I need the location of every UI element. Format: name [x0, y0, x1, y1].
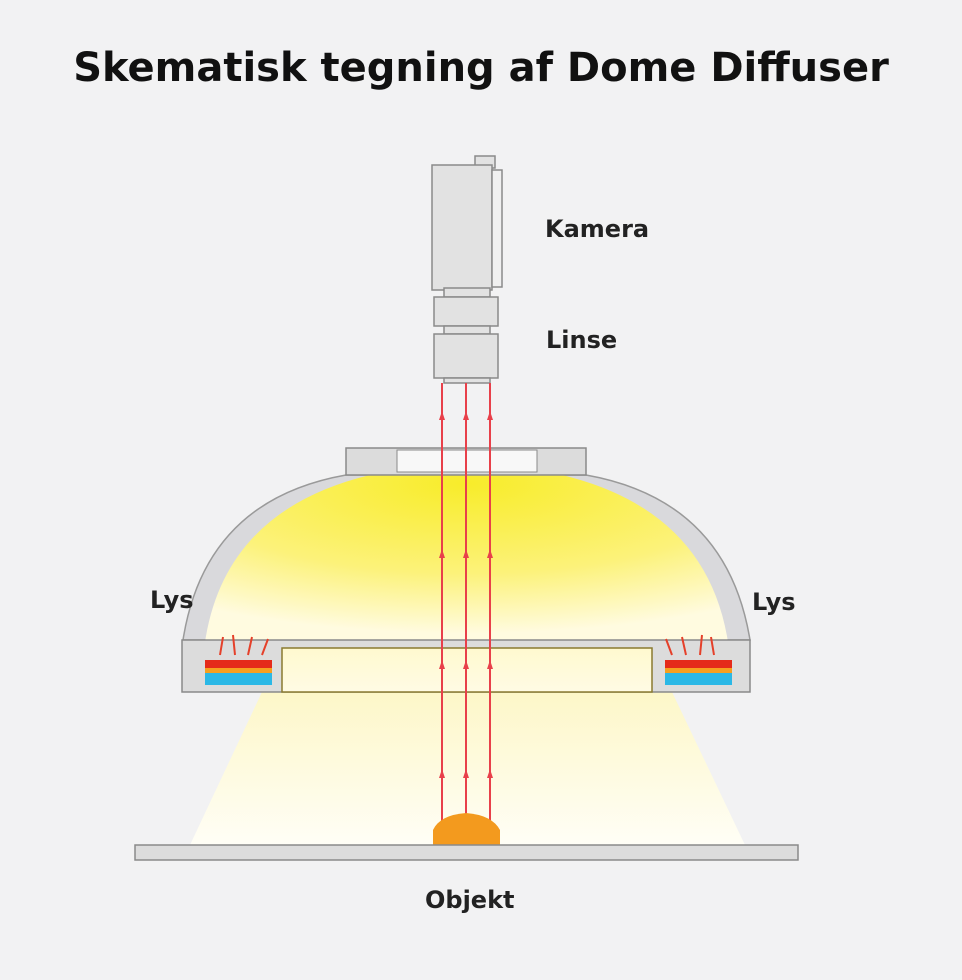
lens-label: Linse [546, 326, 618, 354]
camera-label: Kamera [545, 215, 650, 243]
light-rays [439, 383, 493, 842]
object-label: Objekt [425, 886, 515, 914]
camera [431, 155, 503, 291]
object [433, 813, 500, 845]
light-left-label: Lys [150, 586, 194, 614]
stage-plate [134, 844, 799, 861]
light-source-left [205, 634, 272, 685]
diagram-title: Skematisk tegning af Dome Diffuser [73, 45, 889, 91]
lens [433, 287, 499, 384]
light-source-right [665, 634, 732, 685]
light-cone [190, 692, 745, 845]
light-right-label: Lys [752, 588, 796, 616]
